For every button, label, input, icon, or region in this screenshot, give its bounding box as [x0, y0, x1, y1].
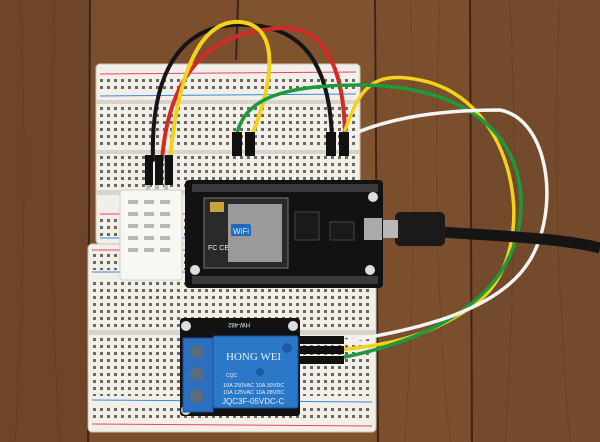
relay-wires — [300, 336, 344, 364]
relay-rating-1: 10A 250VAC 10A 30VDC — [223, 383, 284, 389]
jumper-wires — [145, 19, 549, 360]
relay-cert-mark: CQC — [226, 373, 238, 379]
relay-rating-2: 10A 125VAC 10A 28VDC — [223, 390, 284, 396]
nodemcu-board: WiFi FC CE — [185, 180, 383, 288]
usb-cable — [380, 212, 600, 254]
relay-board-label: HW-482 — [227, 321, 250, 327]
relay-module: HW-482 HONG WEI CQC 10A 250VAC 10A 30VDC… — [180, 318, 300, 416]
wifi-logo: WiFi — [233, 227, 249, 236]
relay-brand: HONG WEI — [226, 351, 281, 363]
fcc-mark: FC CE — [208, 245, 229, 252]
relay-model: JQC3F-05VDC-C — [222, 397, 284, 406]
